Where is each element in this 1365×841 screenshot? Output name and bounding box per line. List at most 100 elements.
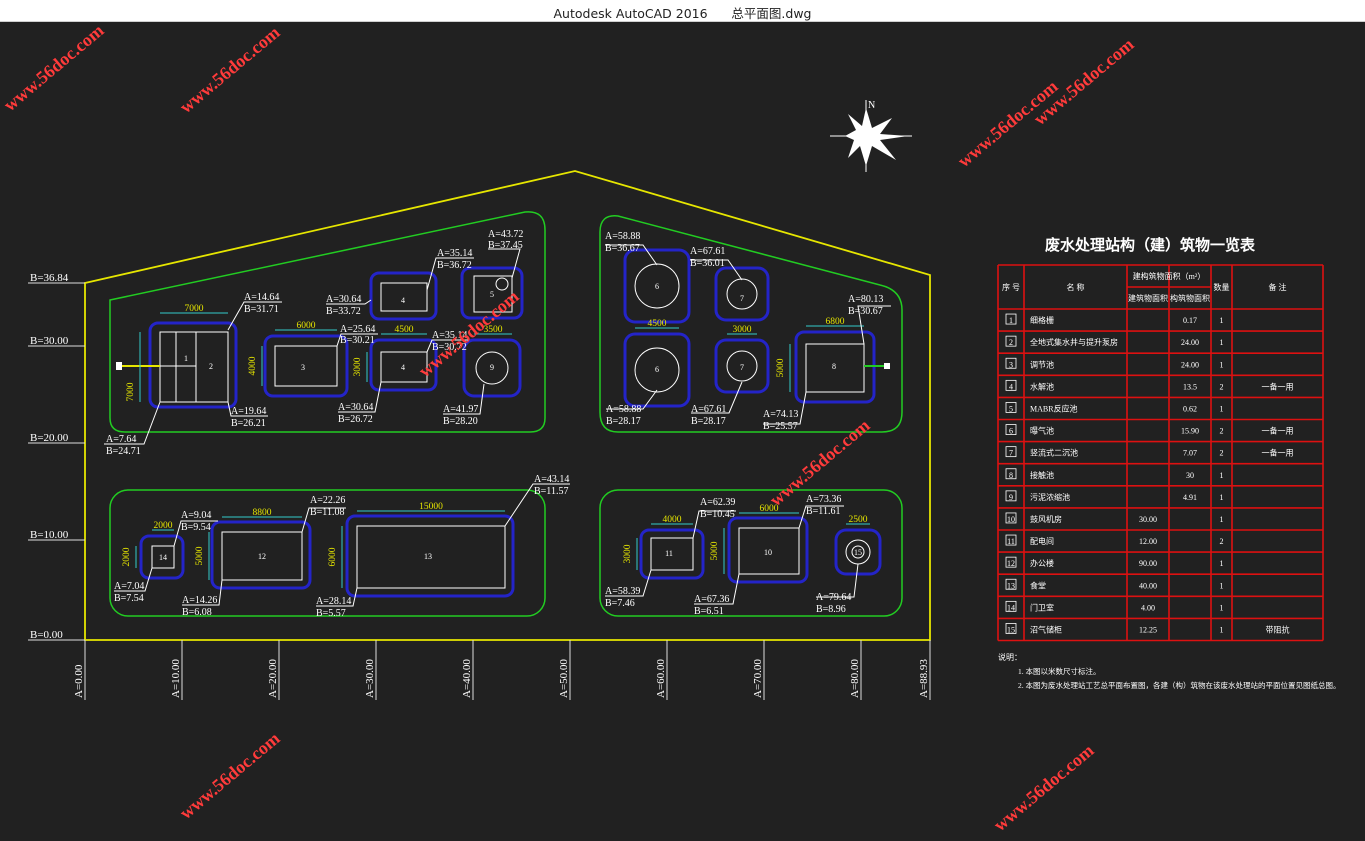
unit-number: 6: [655, 365, 659, 374]
row-number: 10: [1007, 515, 1015, 524]
row-name: 门卫室: [1030, 602, 1054, 612]
unit-number: 8: [832, 362, 836, 371]
note-line: 2. 本图为废水处理站工艺总平面布置图，各建（构）筑物在该废水处理站的平面位置见…: [1018, 680, 1341, 690]
unit-number: 12: [258, 552, 266, 561]
row-number-box: [1005, 357, 1017, 369]
row-struct-area: 0.62: [1183, 404, 1197, 413]
coord-text: A=22.26: [310, 495, 345, 506]
a-label: A=60.00: [655, 659, 667, 698]
coord-text: A=73.36: [806, 494, 841, 505]
unit-numbers: 1 2 3 4 4 5 9 6 7 6 7 8 14 12 13 11 10 1…: [159, 282, 862, 562]
row-number-box: [1005, 313, 1017, 325]
coord-text: B=30.67: [848, 306, 883, 317]
table-header: 序 号: [1002, 282, 1020, 292]
coord-text: B=6.51: [694, 606, 724, 617]
row-number: 7: [1009, 449, 1013, 458]
dimension-text: 5000: [710, 541, 720, 560]
coord-text: B=36.72: [437, 260, 472, 271]
row-name: 配电间: [1030, 536, 1054, 546]
row-struct-area: 13.5: [1183, 382, 1197, 391]
dimension-text: 3000: [353, 357, 363, 376]
row-number-box: [1005, 512, 1017, 524]
coord-text: B=11.08: [310, 507, 344, 518]
unit-number: 9: [490, 363, 494, 372]
coord-text: A=80.13: [848, 294, 883, 305]
drawing-canvas[interactable]: N B=36.84 B=30.00 B=20.00 B=10.00 B=0.00…: [0, 20, 1365, 837]
a-axis: A=0.00 A=10.00 A=20.00 A=30.00 A=40.00 A…: [73, 640, 931, 700]
a-label: A=20.00: [267, 659, 279, 698]
row-number: 11: [1007, 537, 1015, 546]
row-qty: 1: [1220, 515, 1224, 524]
coordinate-leaders: [104, 244, 891, 607]
row-number-box: [1005, 335, 1017, 347]
row-number: 3: [1009, 360, 1013, 369]
coord-text: A=43.72: [488, 229, 523, 240]
a-label: A=40.00: [461, 659, 473, 698]
pipes: [116, 362, 890, 370]
row-name: 鼓风机房: [1030, 514, 1062, 524]
row-qty: 2: [1220, 382, 1224, 391]
coord-text: A=74.13: [763, 409, 798, 420]
coord-text: B=26.72: [338, 414, 373, 425]
row-number: 8: [1009, 471, 1013, 480]
structure-table: [997, 264, 1324, 642]
row-number: 2: [1009, 338, 1013, 347]
dimension-text: 4000: [248, 356, 258, 375]
coord-text: B=7.46: [605, 598, 635, 609]
table-header: 建构筑物面积（m²）: [1133, 271, 1206, 281]
dimension-lines: [135, 312, 870, 588]
row-number-box: [1005, 490, 1017, 502]
row-qty: 1: [1220, 471, 1224, 480]
unit-number: 4: [401, 296, 405, 305]
coord-text: B=6.08: [182, 607, 212, 618]
row-name: 曝气池: [1030, 426, 1054, 436]
coordinate-texts: A=14.64 B=31.71 A=25.64 B=30.21 A=30.64 …: [106, 229, 883, 619]
row-qty: 2: [1220, 449, 1224, 458]
coord-text: B=24.71: [106, 446, 141, 457]
b-label: B=20.00: [30, 432, 69, 444]
row-qty: 1: [1220, 625, 1224, 634]
row-number-box: [1005, 556, 1017, 568]
row-qty: 1: [1220, 404, 1224, 413]
cad-drawing[interactable]: N B=36.84 B=30.00 B=20.00 B=10.00 B=0.00…: [0, 20, 1365, 837]
row-number: 14: [1007, 603, 1015, 612]
coord-text: A=79.64: [816, 592, 851, 603]
coord-text: B=28.20: [443, 416, 478, 427]
dimension-text: 8800: [253, 508, 272, 518]
coord-text: B=7.54: [114, 593, 144, 604]
coord-text: A=30.64: [326, 294, 361, 305]
dimension-texts: 7000 6000 4500 3500 4500 3000 6800 2000 …: [122, 304, 868, 567]
dimension-text: 2500: [849, 515, 868, 525]
coord-text: A=25.64: [340, 324, 375, 335]
row-name: 全地式集水井与提升泵房: [1030, 337, 1118, 347]
coord-text: A=9.04: [181, 510, 211, 521]
row-name: MABR反应池: [1030, 403, 1078, 413]
a-label: A=30.00: [364, 659, 376, 698]
coord-text: B=11.57: [534, 486, 568, 497]
a-label: A=10.00: [170, 659, 182, 698]
coord-text: A=67.61: [690, 246, 725, 257]
unit-outlines: [139, 248, 882, 598]
row-qty: 2: [1220, 537, 1224, 546]
row-number: 6: [1009, 427, 1013, 436]
table-header: 数量: [1214, 282, 1230, 292]
coord-text: A=67.36: [694, 594, 729, 605]
a-label: A=70.00: [752, 659, 764, 698]
coord-text: B=36.67: [605, 243, 640, 254]
row-struct-area: 24.00: [1181, 360, 1199, 369]
unit-number: 1: [184, 354, 188, 363]
dimension-text: 4000: [663, 515, 682, 525]
coord-text: B=30.21: [340, 335, 375, 346]
unit-number: 4: [401, 363, 405, 372]
title-bar: Autodesk AutoCAD 2016 总平面图.dwg: [0, 0, 1365, 22]
row-number: 4: [1009, 382, 1013, 391]
row-build-area: 4.00: [1141, 603, 1155, 612]
a-label: A=0.00: [73, 664, 85, 698]
coord-text: A=62.39: [700, 497, 735, 508]
dimension-text: 6000: [297, 321, 316, 331]
green-zones: [109, 211, 903, 617]
row-number: 13: [1007, 581, 1015, 590]
dimension-text: 5000: [195, 546, 205, 565]
dimension-text: 4500: [395, 325, 414, 335]
unit-number: 5: [490, 290, 494, 299]
